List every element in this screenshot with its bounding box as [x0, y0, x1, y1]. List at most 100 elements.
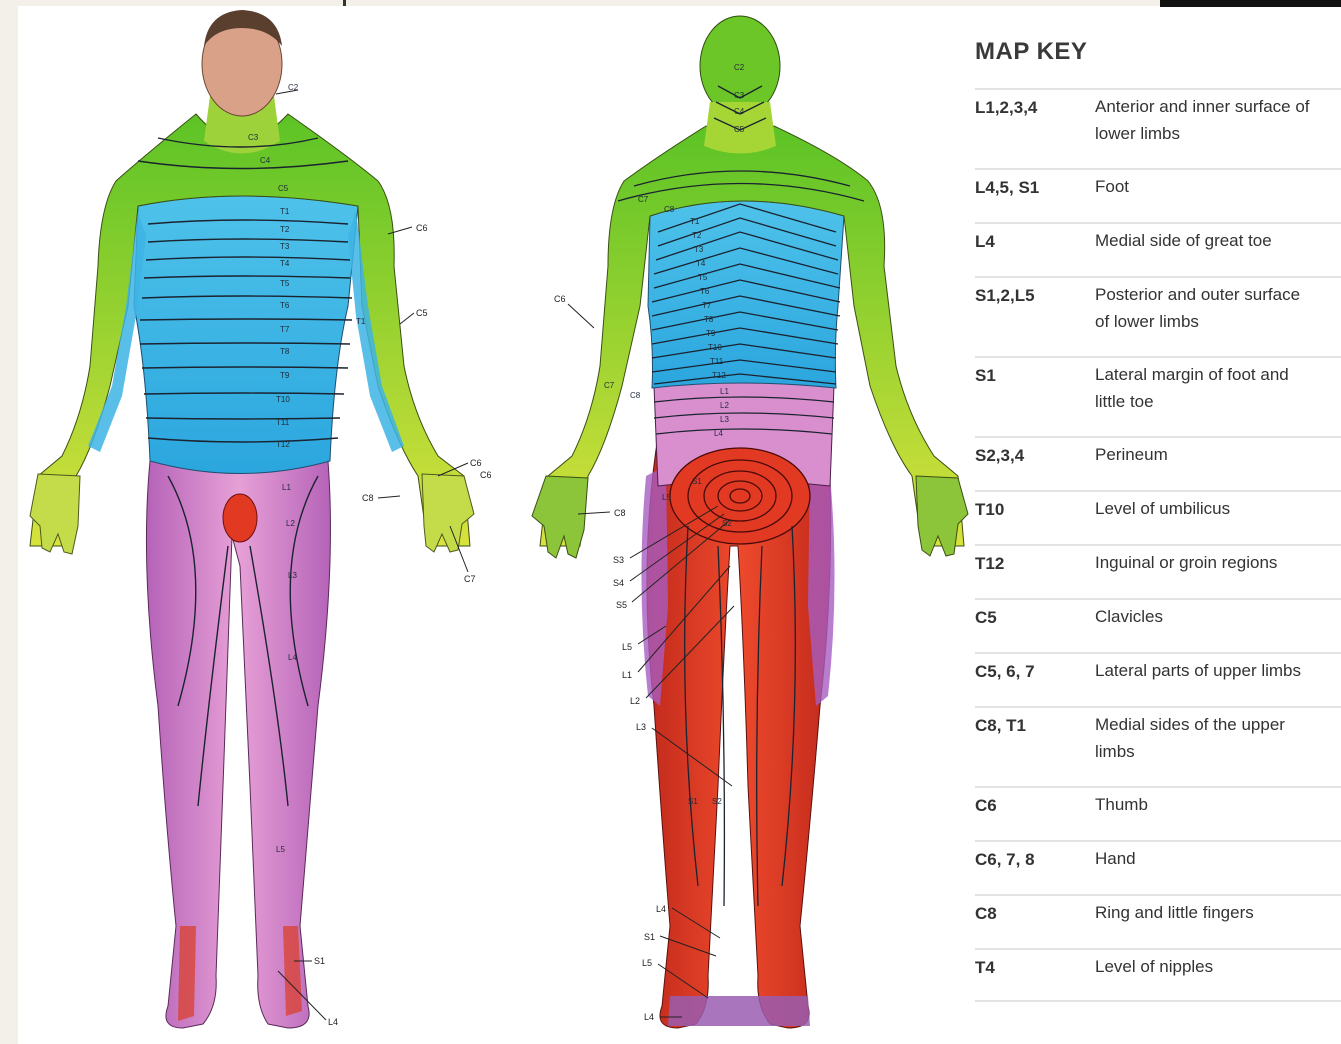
- front-label-t1: T1: [280, 207, 290, 216]
- map-key-code: T12: [975, 546, 1095, 598]
- map-key-description: Perineum: [1095, 438, 1341, 490]
- front-label-c5: C5: [278, 184, 289, 193]
- front-label-l5: L5: [276, 845, 285, 854]
- map-key-description: Ring and little fingers: [1095, 896, 1341, 948]
- back-label-ext-s5: S5: [616, 600, 627, 610]
- front-label-t1-arm: T1: [356, 317, 366, 326]
- back-label-foot-l4b: L4: [644, 1012, 654, 1022]
- map-key-description: Lateral parts of upper limbs: [1095, 654, 1341, 706]
- front-label-t2: T2: [280, 225, 290, 234]
- map-key-code: C8, T1: [975, 708, 1095, 786]
- front-perineum-sacral: [223, 494, 257, 542]
- map-key-code: L4: [975, 224, 1095, 276]
- front-label-t10: T10: [276, 395, 290, 404]
- map-key-description: Posterior and outer surface of lower lim…: [1095, 278, 1341, 356]
- back-label-s2: S2: [722, 519, 732, 528]
- map-key-code: C8: [975, 896, 1095, 948]
- back-label-c7-arm: C7: [604, 381, 615, 390]
- back-label-ext-l2: L2: [630, 696, 640, 706]
- back-label-c7: C7: [638, 195, 649, 204]
- back-label-c3: C3: [734, 91, 745, 100]
- front-figure: C2 C3 C4 C5 T1 T2 T3 T4 T5 T6 T7 T8 T9 T…: [30, 10, 492, 1028]
- back-label-ext-s3: S3: [613, 555, 624, 565]
- front-label-c6-hand-2: C6: [480, 470, 492, 480]
- map-key-description: Lateral margin of foot and little toe: [1095, 358, 1341, 436]
- back-label-leg-s1: S1: [688, 797, 698, 806]
- map-key-code: T4: [975, 950, 1095, 1000]
- front-label-c7-hand: C7: [464, 574, 476, 584]
- front-label-c5-arm: C5: [416, 308, 428, 318]
- map-key-code: C6, 7, 8: [975, 842, 1095, 894]
- back-label-t6: T6: [700, 287, 710, 296]
- front-label-l2: L2: [286, 519, 295, 528]
- back-label-c8-arm: C8: [630, 391, 641, 400]
- front-label-c6-hand: C6: [470, 458, 482, 468]
- back-label-t2: T2: [692, 231, 702, 240]
- map-key-description: Medial side of great toe: [1095, 224, 1341, 276]
- front-label-c4: C4: [260, 156, 271, 165]
- back-label-t4: T4: [696, 259, 706, 268]
- back-label-ext-l5: L5: [622, 642, 632, 652]
- back-thoracic-zone: [648, 201, 844, 388]
- back-label-c8: C8: [664, 205, 675, 214]
- back-label-c8-hand: C8: [614, 508, 626, 518]
- front-label-l1: L1: [282, 483, 291, 492]
- map-key-description: Medial sides of the upper limbs: [1095, 708, 1341, 786]
- back-label-l2: L2: [720, 401, 729, 410]
- map-key-code: C6: [975, 788, 1095, 840]
- front-label-t8: T8: [280, 347, 290, 356]
- back-label-t9: T9: [706, 329, 716, 338]
- front-legs-lumbar-zone: [146, 461, 330, 1028]
- map-key-description: Foot: [1095, 170, 1341, 222]
- front-label-t5: T5: [280, 279, 290, 288]
- front-label-t7: T7: [280, 325, 290, 334]
- map-key-description: Hand: [1095, 842, 1341, 894]
- back-label-c5: C5: [734, 125, 745, 134]
- back-label-c2: C2: [734, 63, 745, 72]
- map-key-code: S1: [975, 358, 1095, 436]
- back-label-t3: T3: [694, 245, 704, 254]
- front-label-c3: C3: [248, 133, 259, 142]
- back-label-ext-s4: S4: [613, 578, 624, 588]
- map-key-description: Level of nipples: [1095, 950, 1341, 1000]
- back-label-l4: L4: [714, 429, 723, 438]
- front-label-c6-arm: C6: [416, 223, 428, 233]
- front-foot-sacral-left: [178, 926, 196, 1021]
- back-label-t8: T8: [704, 315, 714, 324]
- map-key-code: S1,2,L5: [975, 278, 1095, 356]
- map-key-code: C5, 6, 7: [975, 654, 1095, 706]
- map-key-code: C5: [975, 600, 1095, 652]
- front-label-c8-hand: C8: [362, 493, 374, 503]
- back-figure: C2 C3 C4 C5 C7 C8 C6 C7 C8 C8 T1 T2 T3 T…: [532, 16, 968, 1028]
- map-key-title: MAP KEY: [975, 38, 1341, 66]
- back-label-ext-l3: L3: [636, 722, 646, 732]
- map-key-description: Anterior and inner surface of lower limb…: [1095, 90, 1341, 168]
- back-label-foot-s1: S1: [644, 932, 655, 942]
- back-label-ext-l1: L1: [622, 670, 632, 680]
- map-key-row: S1Lateral margin of foot and little toe: [975, 356, 1341, 436]
- back-label-c4: C4: [734, 107, 745, 116]
- back-label-t7: T7: [702, 301, 712, 310]
- back-label-foot-l5: L5: [642, 958, 652, 968]
- back-sacral-rings: [670, 448, 810, 544]
- front-label-t11: T11: [276, 418, 290, 427]
- back-feet-lumbar: [668, 996, 810, 1026]
- front-label-t4: T4: [280, 259, 290, 268]
- back-label-t5: T5: [698, 273, 708, 282]
- map-key-code: T10: [975, 492, 1095, 544]
- front-label-t3: T3: [280, 242, 290, 251]
- front-label-t9: T9: [280, 371, 290, 380]
- back-label-foot-l4: L4: [656, 904, 666, 914]
- back-label-l3: L3: [720, 415, 729, 424]
- back-label-t12: T12: [712, 371, 726, 380]
